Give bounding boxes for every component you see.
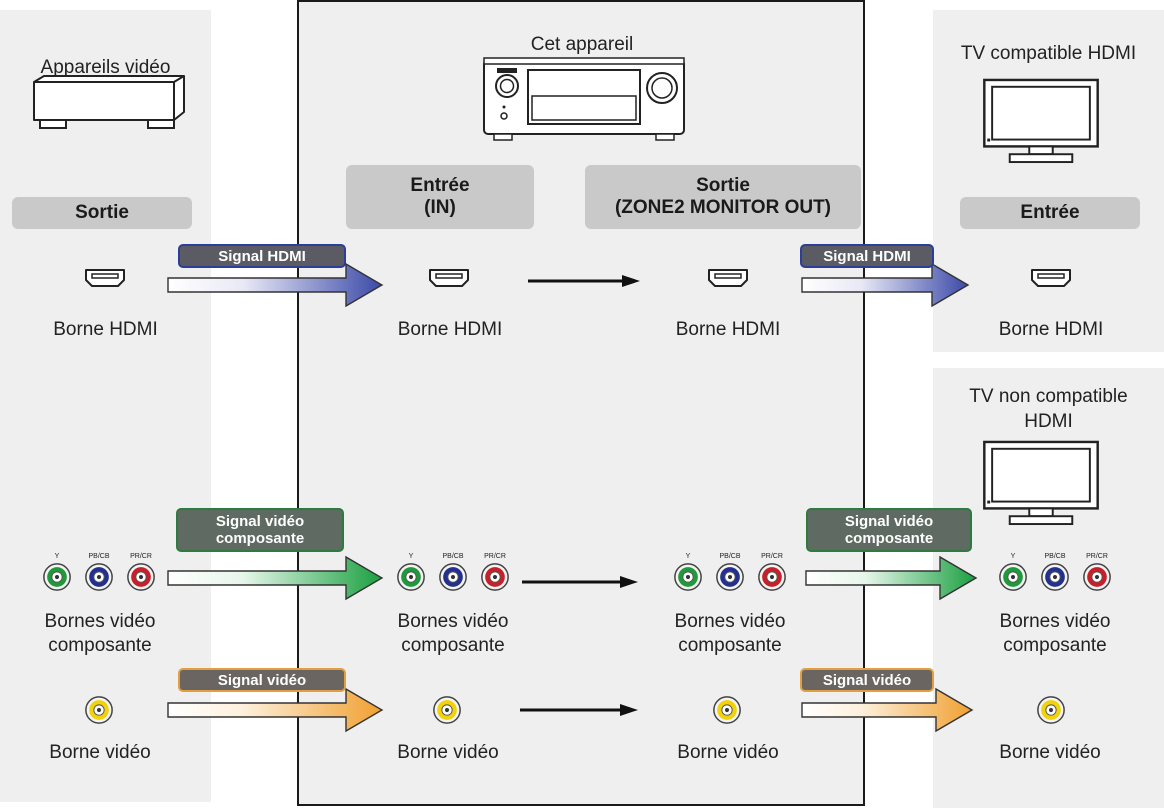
- tv-non-hdmi-device-label-1: TV non compatible: [969, 386, 1128, 407]
- tv-component-label-2: composante: [1003, 635, 1107, 656]
- unit-out-video-label: Borne vidéo: [677, 742, 779, 763]
- unit-out-hdmi-port-icon: [708, 269, 748, 287]
- jack-pb-label: PB/CB: [88, 553, 109, 560]
- unit-in-video-jack-icon: [433, 696, 461, 724]
- source-video-jack-icon: [85, 696, 113, 724]
- unit-out-hdmi-label: Borne HDMI: [675, 319, 781, 340]
- jack-pb-icon: [439, 563, 467, 591]
- component-signal-label-in-line2: composante: [215, 530, 305, 547]
- jack-pb-label: PB/CB: [1044, 553, 1065, 560]
- unit-in-component-label-1: Bornes vidéo: [397, 611, 509, 632]
- unit-device-label: Cet appareil: [530, 34, 634, 55]
- tv-video-jack-icon: [1037, 696, 1065, 724]
- tv-non-hdmi-device-label-2: HDMI: [1024, 411, 1073, 432]
- component-signal-arrow-in: [167, 555, 384, 601]
- video-signal-arrow-in: [167, 687, 384, 733]
- source-component-jacks: Y PB/CB PR/CR: [43, 553, 155, 591]
- source-output-header-text: Sortie: [75, 202, 129, 223]
- unit-output-header-line1: Sortie: [696, 175, 750, 196]
- jack-pr-label: PR/CR: [761, 553, 783, 560]
- jack-y-label: Y: [55, 553, 60, 560]
- jack-pr-label: PR/CR: [484, 553, 506, 560]
- tv-hdmi-device-label: TV compatible HDMI: [960, 43, 1137, 64]
- jack-y-icon: [397, 563, 425, 591]
- source-panel: [0, 10, 211, 802]
- jack-pb-icon: [85, 563, 113, 591]
- hdmi-signal-arrow-in: [167, 262, 384, 308]
- tv-hdmi-port-icon: [1031, 269, 1071, 287]
- jack-pr-label: PR/CR: [130, 553, 152, 560]
- video-signal-label-out-text: Signal vidéo: [822, 671, 912, 689]
- video-signal-label-in: Signal vidéo: [178, 668, 346, 692]
- hdmi-signal-arrow-out: [801, 262, 970, 308]
- jack-pr-label: PR/CR: [1086, 553, 1108, 560]
- hdmi-signal-label-out-text: Signal HDMI: [823, 247, 911, 265]
- component-signal-label-in-line1: Signal vidéo: [215, 513, 305, 530]
- unit-in-component-label-2: composante: [401, 635, 505, 656]
- source-hdmi-port-icon: [85, 269, 125, 287]
- tv-hdmi-label: Borne HDMI: [998, 319, 1104, 340]
- jack-y-label: Y: [409, 553, 414, 560]
- unit-in-hdmi-port-icon: [429, 269, 469, 287]
- component-signal-label-out-line1: Signal vidéo: [844, 513, 934, 530]
- video-device-icon: [33, 75, 185, 129]
- unit-input-header-line1: Entrée: [410, 175, 470, 196]
- unit-output-header: Sortie (ZONE2 MONITOR OUT): [585, 165, 861, 229]
- internal-video-arrow: [520, 704, 638, 716]
- source-hdmi-label: Borne HDMI: [53, 319, 158, 340]
- unit-out-component-label-2: composante: [678, 635, 782, 656]
- unit-input-header-line2: (IN): [424, 197, 456, 218]
- video-signal-label-in-text: Signal vidéo: [217, 671, 307, 689]
- jack-pb-label: PB/CB: [442, 553, 463, 560]
- source-output-header: Sortie: [12, 197, 192, 229]
- tv-video-label: Borne vidéo: [999, 742, 1101, 763]
- jack-y-icon: [674, 563, 702, 591]
- component-signal-label-in: Signal vidéo composante: [176, 508, 344, 552]
- tv-hdmi-panel: [933, 10, 1164, 352]
- source-component-label-2: composante: [48, 635, 152, 656]
- unit-out-component-jacks: Y PB/CB PR/CR: [674, 553, 786, 591]
- unit-in-component-jacks: Y PB/CB PR/CR: [397, 553, 509, 591]
- tv-input-header: Entrée: [960, 197, 1140, 229]
- internal-hdmi-arrow: [528, 275, 640, 287]
- component-signal-label-out-line2: composante: [844, 530, 934, 547]
- video-signal-arrow-out: [801, 687, 974, 733]
- source-video-label: Borne vidéo: [49, 742, 151, 763]
- source-component-label-1: Bornes vidéo: [44, 611, 156, 632]
- jack-pr-icon: [481, 563, 509, 591]
- jack-pb-label: PB/CB: [719, 553, 740, 560]
- hdmi-signal-label-out: Signal HDMI: [800, 244, 934, 268]
- tv-component-jacks: Y PB/CB PR/CR: [999, 553, 1111, 591]
- unit-input-header: Entrée (IN): [346, 165, 534, 229]
- unit-in-video-label: Borne vidéo: [397, 742, 499, 763]
- unit-in-hdmi-label: Borne HDMI: [397, 319, 503, 340]
- jack-pr-icon: [1083, 563, 1111, 591]
- component-signal-arrow-out: [805, 555, 978, 601]
- tv-component-label-1: Bornes vidéo: [999, 611, 1111, 632]
- jack-y-icon: [43, 563, 71, 591]
- jack-pr-icon: [758, 563, 786, 591]
- jack-y-icon: [999, 563, 1027, 591]
- tv-non-hdmi-icon: [983, 440, 1099, 526]
- video-signal-label-out: Signal vidéo: [800, 668, 934, 692]
- jack-pb-icon: [716, 563, 744, 591]
- hdmi-signal-label-in: Signal HDMI: [178, 244, 346, 268]
- av-receiver-icon: [483, 57, 685, 141]
- jack-y-label: Y: [686, 553, 691, 560]
- jack-pb-icon: [1041, 563, 1069, 591]
- unit-out-video-jack-icon: [713, 696, 741, 724]
- jack-pr-icon: [127, 563, 155, 591]
- tv-input-header-text: Entrée: [1020, 202, 1080, 223]
- source-device-label: Appareils vidéo: [40, 57, 171, 78]
- jack-y-label: Y: [1011, 553, 1016, 560]
- component-signal-label-out: Signal vidéo composante: [806, 508, 972, 552]
- internal-component-arrow: [522, 576, 638, 588]
- hdmi-signal-label-in-text: Signal HDMI: [218, 247, 306, 265]
- tv-hdmi-icon: [983, 78, 1099, 164]
- unit-out-component-label-1: Bornes vidéo: [674, 611, 786, 632]
- unit-output-header-line2: (ZONE2 MONITOR OUT): [614, 197, 832, 218]
